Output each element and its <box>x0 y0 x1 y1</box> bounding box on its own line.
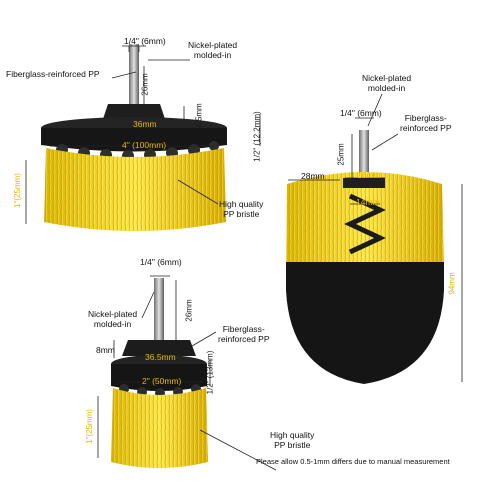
brush-1-nickel-label: Nickel-plated molded-in <box>188 40 237 60</box>
brush-1-shank-length: 26mm <box>140 73 150 96</box>
brush-2-height: 94mm <box>447 272 457 295</box>
brush-3-nickel-line-1: Nickel-plated <box>88 309 138 319</box>
brush-3-hub-height: 8mm <box>96 345 115 355</box>
brush-1-fiberglass-label: Fiberglass-reinforced PP <box>6 69 100 79</box>
brush-1-bristle-line-2: PP bristle <box>223 209 260 219</box>
brush-2-hub-size: 16mm <box>357 170 381 180</box>
brush-3 <box>111 278 208 468</box>
measurement-note: Please allow 0.5-1mm differs due to manu… <box>256 457 450 466</box>
brush-3-bristle-line-1: High quality <box>270 430 315 440</box>
brush-3-base-height: 1/2" (13mm) <box>205 350 215 395</box>
brush-3-shank-length: 26mm <box>184 299 194 322</box>
brush-3-width: 2" (50mm) <box>142 376 182 386</box>
brush-3-hub-diameter: 36.5mm <box>145 352 176 362</box>
brush-1-bristle-height: 1"(25mm) <box>12 173 22 208</box>
brush-3-shank-size: 1/4" (6mm) <box>140 257 182 267</box>
brush-1-nickel-line-2: molded-in <box>193 50 232 60</box>
brush-2-shank-length: 25mm <box>336 143 346 166</box>
brush-2-hub <box>343 178 385 188</box>
brush-2 <box>286 130 444 384</box>
brush-2-fiberglass-line-2: reinforced PP <box>400 123 452 133</box>
brush-2-nickel-line-2: molded-in <box>367 83 406 93</box>
brush-1-hub-height: 8.5mm <box>194 103 204 128</box>
brush-1-width: 4" (100mm) <box>122 140 167 150</box>
brush-3-hub <box>122 340 196 356</box>
brush-2-fiberglass-line-1: Fiberglass- <box>404 113 447 123</box>
brush-3-bristle-height: 1"(25mm) <box>84 409 94 444</box>
brush-3-base <box>111 364 207 391</box>
brush-3-nickel-line-2: molded-in <box>93 319 132 329</box>
brush-1-bristle-line-1: High quality <box>219 199 264 209</box>
brush-1-hub-diameter: 36mm <box>133 119 157 129</box>
brush-3-nickel-label: Nickel-plated molded-in <box>88 309 137 329</box>
brush-2-nickel-label: Nickel-plated molded-in <box>362 73 411 93</box>
brush-1-shank <box>129 44 139 104</box>
brush-2-nickel-line-1: Nickel-plated <box>362 73 412 83</box>
brush-2-shank <box>359 130 369 178</box>
brush-3-bristle-label: High quality PP bristle <box>270 430 314 450</box>
brush-1-shank-size: 1/4" (6mm) <box>124 36 166 46</box>
annotation-lines <box>25 45 463 471</box>
brush-2-twisted-wire <box>344 193 386 255</box>
brush-3-fiberglass-line-2: reinforced PP <box>218 334 270 344</box>
brush-1-bristle-label: High quality PP bristle <box>219 199 263 219</box>
brush-2-width: 28mm <box>301 171 325 181</box>
brush-2-bristles-black <box>286 262 444 384</box>
brush-3-bristle-line-2: PP bristle <box>274 440 311 450</box>
brush-2-inner-size: 14mm <box>356 197 380 207</box>
brush-1-nickel-line-1: Nickel-plated <box>188 40 238 50</box>
brush-3-fiberglass-line-1: Fiberglass- <box>222 324 265 334</box>
brush-2-fiberglass-label: Fiberglass- reinforced PP <box>400 113 452 133</box>
brush-3-fiberglass-label: Fiberglass- reinforced PP <box>218 324 270 344</box>
brush-1-base-height: 1/2" (12.2mm) <box>252 111 262 162</box>
brush-2-shank-size: 1/4" (6mm) <box>340 108 382 118</box>
brush-3-shank <box>154 278 164 340</box>
